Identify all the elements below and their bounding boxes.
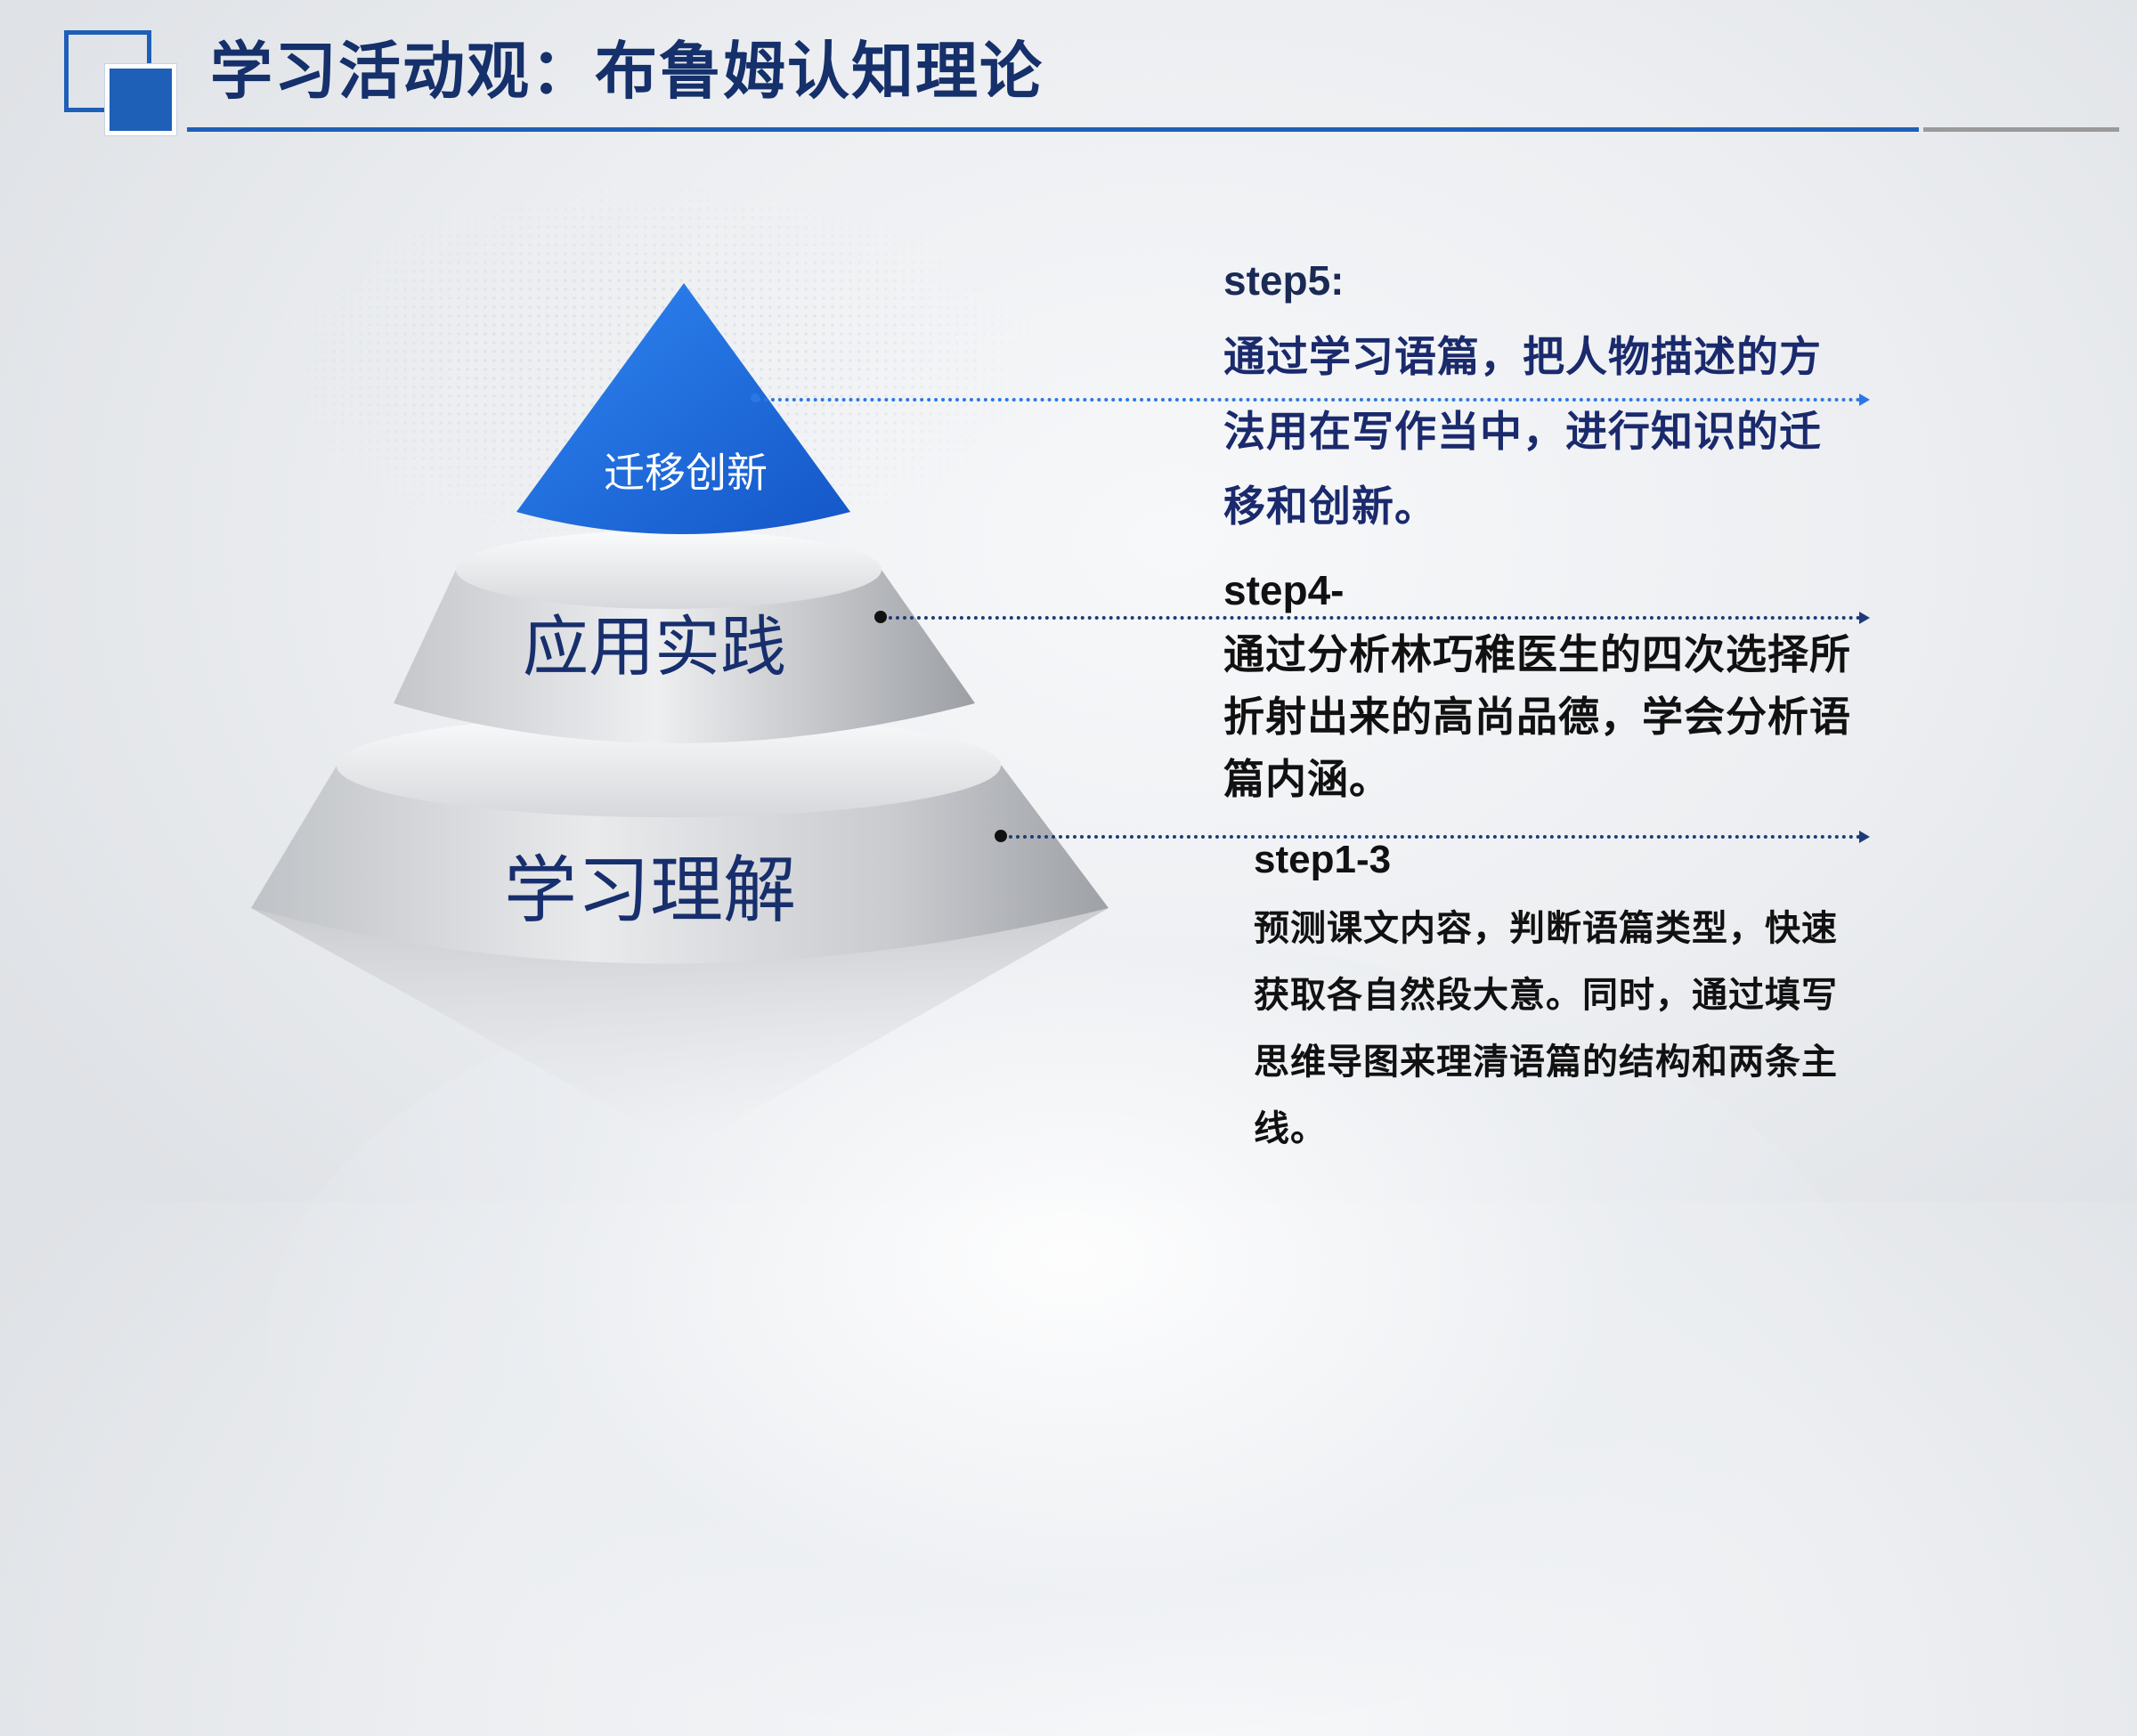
pyramid-middle-tier [394, 570, 975, 743]
step5-connector-dot [751, 393, 760, 402]
step5-description: 通过学习语篇，把人物描述的方法用在写作当中，进行知识的迁移和创新。 [1223, 333, 1822, 531]
step4-connector-arrow [882, 612, 1870, 624]
page-title: 学习活动观：布鲁姆认知理论 [210, 35, 1044, 108]
pyramid-apex-tier [516, 283, 850, 534]
pyramid-base-top [337, 714, 1001, 817]
step1-3-description: 预测课文内容，判断语篇类型，快速获取各自然段大意。同时，通过填写思维导图来理清语… [1254, 908, 1838, 1149]
step5-heading: step5: [1223, 257, 1345, 304]
step4-connector-dot [874, 611, 887, 623]
title-underline [187, 127, 1919, 132]
pyramid-middle-top [456, 531, 882, 609]
pyramid-apex-label: 迁移创新 [604, 449, 768, 497]
step4-heading: step4- [1223, 567, 1345, 613]
pyramid-middle-label: 应用实践 [523, 609, 786, 685]
step1-3-heading: step1-3 [1254, 838, 1392, 881]
step1-3-connector-arrow [1002, 831, 1870, 843]
pyramid-graphic [251, 283, 1109, 1148]
step1-3-connector-dot [995, 830, 1007, 842]
header-logo-square [105, 64, 176, 135]
pyramid-base-tier [251, 766, 1109, 964]
step5-connector-arrow [757, 393, 1870, 406]
title-underline-gray [1923, 127, 2119, 132]
pyramid-reflection [251, 908, 1109, 1148]
step4-description: 通过分析林巧稚医生的四次选择所折射出来的高尚品德，学会分析语篇内涵。 [1223, 630, 1851, 803]
pyramid-base-label: 学习理解 [503, 848, 796, 933]
